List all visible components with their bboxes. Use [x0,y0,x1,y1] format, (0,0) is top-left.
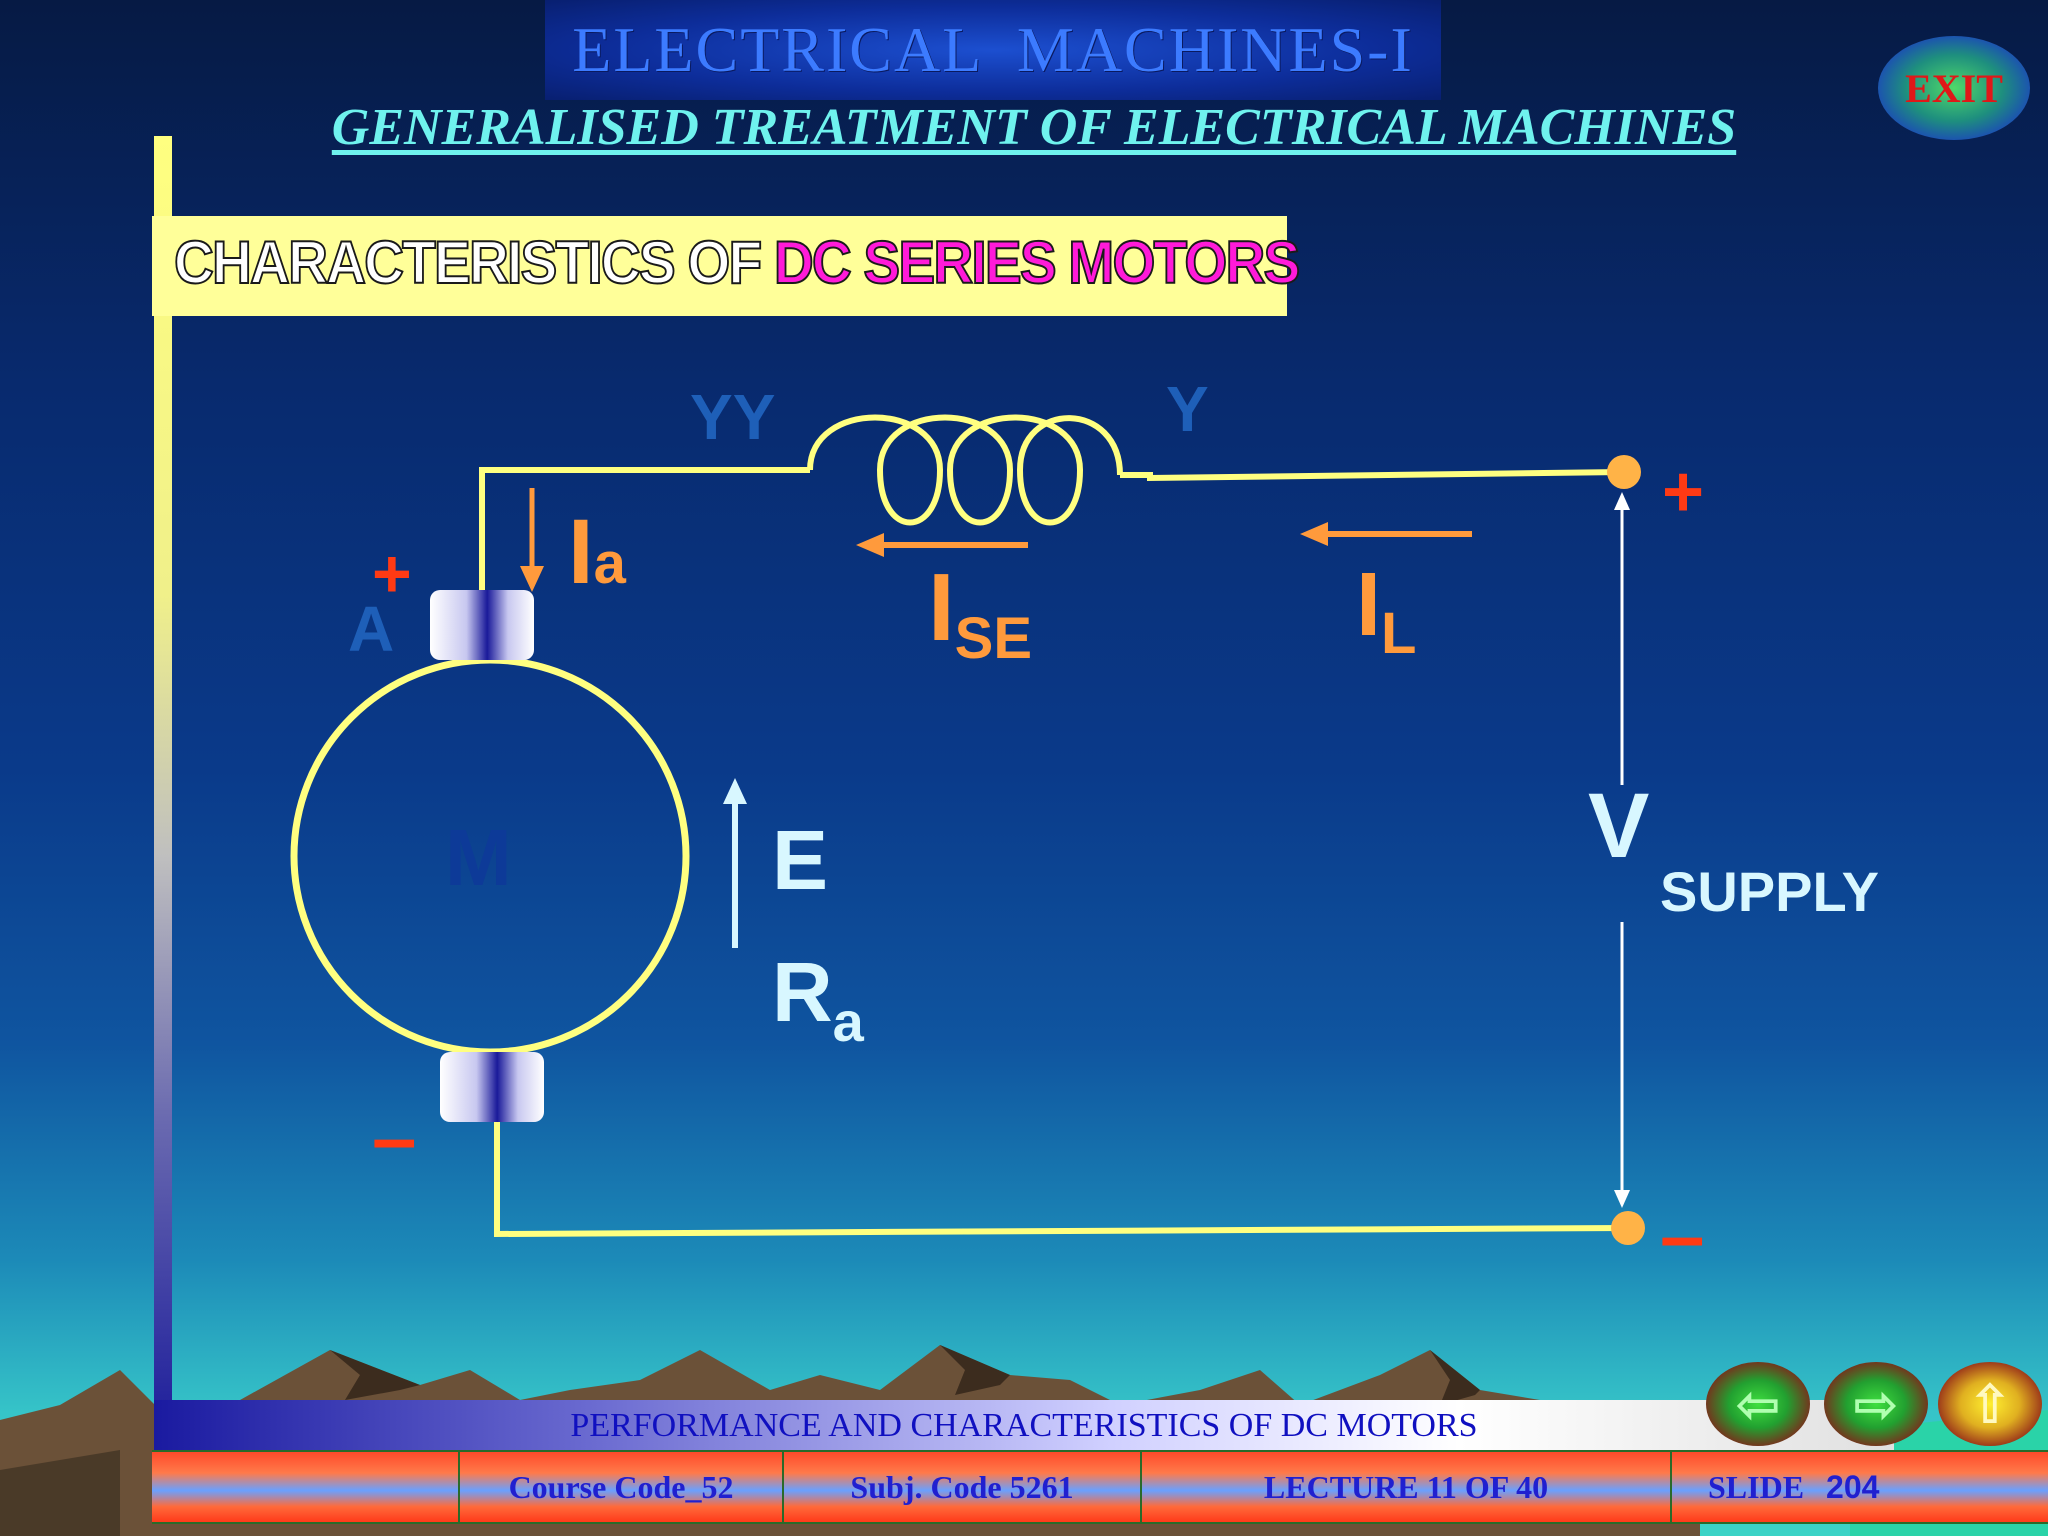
footer-empty-cell [152,1452,460,1522]
terminal-negative [1611,1211,1645,1245]
subject-code: Subj. Code 5261 [784,1452,1142,1522]
course-code: Course Code_52 [460,1452,784,1522]
ia-main: I [568,501,594,603]
left-arrow-icon: ⇦ [1735,1372,1781,1436]
ra-subscript: a [832,990,864,1053]
armature-plus-sign: + [372,536,412,612]
emf-label: E [772,813,829,907]
series-field-current-label: ISE [928,560,1032,668]
slide-number: 204 [1826,1468,1880,1505]
line-current-label: IL [1356,560,1416,663]
next-slide-button[interactable]: ⇨ [1824,1362,1928,1446]
supply-plus-sign: + [1662,452,1705,532]
supply-voltage-label: V [1588,775,1650,877]
motor-m-label: M [445,813,512,902]
title-banner: ELECTRICAL MACHINES-I [545,0,1441,100]
supply-voltage-subscript: SUPPLY [1660,860,1879,923]
slide-heading-part2: DC SERIES MOTORS [773,228,1301,297]
il-subscript: L [1381,601,1417,666]
series-field-coil [807,414,1123,526]
coil-terminal-yy-label: YY [690,381,776,453]
coil-terminal-y-label: Y [1166,373,1209,445]
brush-top [430,590,534,660]
ra-main: R [772,945,833,1039]
il-main: I [1356,555,1382,655]
wire-bottom [494,1120,1629,1238]
ise-arrowhead [856,533,884,557]
slide-heading-part1: CHARACTERISTICS OF [173,228,774,297]
page-subtitle: GENERALISED TREATMENT OF ELECTRICAL MACH… [331,99,1737,156]
previous-slide-button[interactable]: ⇦ [1706,1362,1810,1446]
home-button[interactable]: ⇧ [1938,1362,2042,1446]
armature-current-label: Ia [568,506,626,598]
slide-label: SLIDE [1708,1468,1805,1505]
footer-topic: PERFORMANCE AND CHARACTERISTICS OF DC MO… [570,1407,1478,1444]
left-decorative-bar [154,136,172,1446]
slide-info: SLIDE 204 [1672,1452,2048,1522]
emf-arrowhead [723,778,747,804]
armature-terminal-a-label: A [348,593,395,665]
slide-heading: CHARACTERISTICS OF DC SERIES MOTORS [173,228,1301,297]
il-arrowhead [1300,522,1328,546]
exit-button[interactable]: EXIT [1878,36,2030,140]
supply-minus-sign: – [1660,1191,1705,1280]
voltage-arrowhead-up [1614,492,1630,510]
ise-subscript: SE [954,606,1033,671]
brush-bottom [440,1052,544,1122]
footer-topic-bar: PERFORMANCE AND CHARACTERISTICS OF DC MO… [154,1400,1894,1452]
right-arrow-icon: ⇨ [1853,1372,1899,1436]
ise-main: I [928,554,955,661]
footer-info-bar: Course Code_52 Subj. Code 5261 LECTURE 1… [152,1450,2048,1524]
armature-minus-sign: – [372,1093,417,1182]
voltage-arrowhead-down [1614,1190,1630,1208]
wire-top-right [1120,469,1625,482]
ia-subscript: a [593,531,626,596]
slide-heading-box: CHARACTERISTICS OF DC SERIES MOTORS [152,216,1301,316]
wire-top-left [479,467,810,590]
page-title: ELECTRICAL MACHINES-I [572,14,1414,85]
terminal-positive [1607,455,1641,489]
lecture-info: LECTURE 11 OF 40 [1142,1452,1672,1522]
exit-button-label: EXIT [1905,65,2003,111]
up-arrow-icon: ⇧ [1967,1372,2013,1436]
armature-resistance-label: Ra [772,950,864,1050]
ia-arrowhead [520,566,544,592]
